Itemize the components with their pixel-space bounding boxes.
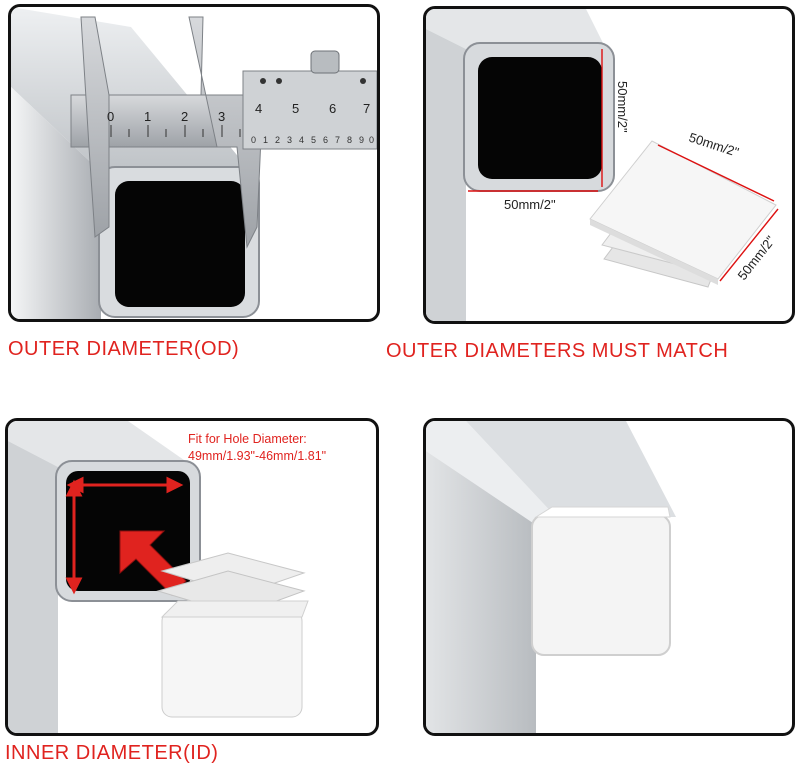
caliper-vernier-scale: 0 1 2 3 4 5 6 7 8 9 0 — [251, 135, 374, 145]
svg-text:5: 5 — [292, 101, 299, 116]
cap-width-label: 50mm/2" — [687, 130, 741, 160]
panel-capped-tube — [423, 418, 795, 736]
svg-text:2: 2 — [181, 109, 188, 124]
svg-text:3: 3 — [287, 135, 292, 145]
svg-text:1: 1 — [144, 109, 151, 124]
tube-width-label: 50mm/2" — [504, 197, 556, 212]
tube-and-cap-illustration: 50mm/2" 50mm/2" 50mm/2" 50mm/2" — [426, 9, 779, 321]
svg-text:1: 1 — [263, 135, 268, 145]
svg-text:0: 0 — [369, 135, 374, 145]
fit-note-line2: 49mm/1.93"-46mm/1.81" — [188, 449, 327, 463]
svg-text:6: 6 — [323, 135, 328, 145]
caliper-tube-illustration: 0 1 2 3 4 5 6 7 0 1 2 3 4 5 6 7 8 9 0 — [11, 7, 377, 319]
svg-text:0: 0 — [251, 135, 256, 145]
svg-text:2: 2 — [275, 135, 280, 145]
caption-outer-diameter: OUTER DIAMETER(OD) — [8, 338, 240, 360]
caption-inner-diameter: INNER DIAMETER(ID) — [5, 742, 219, 764]
svg-text:3: 3 — [218, 109, 225, 124]
svg-text:9: 9 — [359, 135, 364, 145]
panel-outer-match: 50mm/2" 50mm/2" 50mm/2" 50mm/2" — [423, 6, 795, 324]
svg-text:4: 4 — [255, 101, 262, 116]
svg-text:0: 0 — [107, 109, 114, 124]
fit-note-line1: Fit for Hole Diameter: — [188, 432, 307, 446]
fit-note: Fit for Hole Diameter: 49mm/1.93"-46mm/1… — [188, 431, 326, 465]
capped-tube-illustration — [426, 421, 676, 733]
svg-text:7: 7 — [363, 101, 370, 116]
svg-text:5: 5 — [311, 135, 316, 145]
svg-text:8: 8 — [347, 135, 352, 145]
caliper-main-scale: 0 1 2 3 4 5 6 7 — [107, 101, 370, 124]
panel-inner-diameter: Fit for Hole Diameter: 49mm/1.93"-46mm/1… — [5, 418, 379, 736]
inner-hole-illustration — [8, 421, 309, 733]
caption-outer-match: OUTER DIAMETERS MUST MATCH — [386, 340, 729, 362]
panel-outer-diameter: 0 1 2 3 4 5 6 7 0 1 2 3 4 5 6 7 8 9 0 — [8, 4, 380, 322]
svg-text:7: 7 — [335, 135, 340, 145]
tube-height-label: 50mm/2" — [615, 81, 630, 133]
svg-text:4: 4 — [299, 135, 304, 145]
svg-text:6: 6 — [329, 101, 336, 116]
